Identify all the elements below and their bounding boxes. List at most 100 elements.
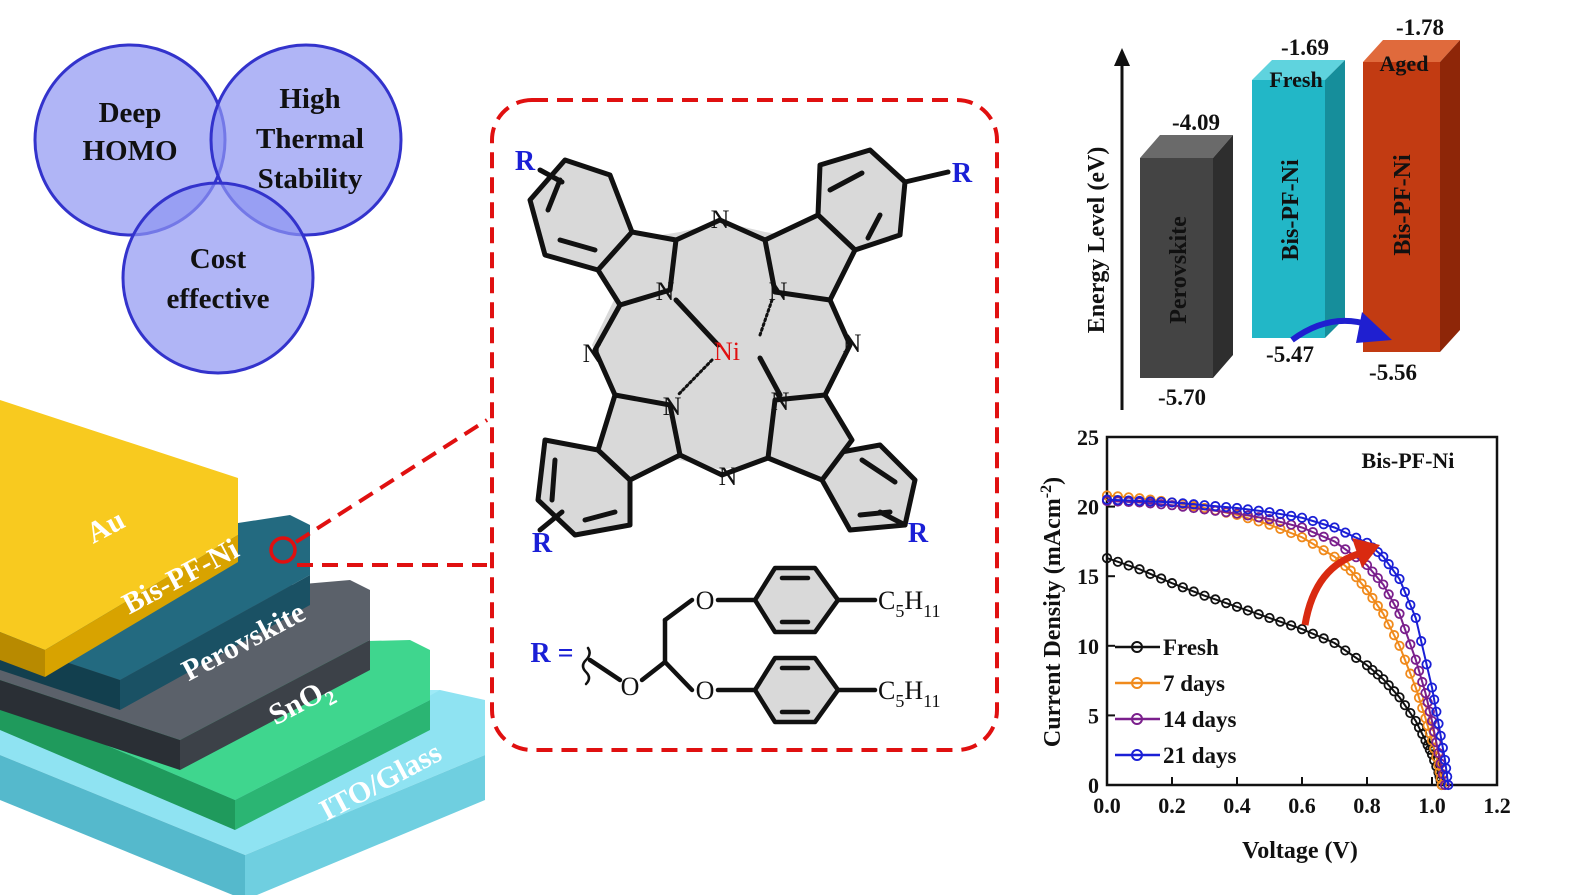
venn-text-line: High (279, 83, 340, 115)
atom-ni: Ni (714, 337, 740, 366)
series-point (1399, 586, 1411, 598)
series-point (1388, 598, 1400, 610)
series-point (1399, 700, 1411, 711)
atom-n: N (663, 392, 682, 421)
series-point (1356, 578, 1367, 589)
x-tick-label: 0.0 (1093, 793, 1121, 818)
energy-value: -4.09 (1172, 110, 1220, 135)
series-point (1231, 502, 1243, 514)
series-point (1429, 694, 1440, 705)
series-point (1420, 688, 1431, 699)
y-tick-label: 25 (1077, 425, 1099, 450)
series-point (1221, 598, 1232, 609)
energy-bar-label: Bis-PF-Ni (1390, 154, 1416, 256)
series-point (1156, 573, 1167, 584)
y-tick-label: 5 (1088, 703, 1099, 728)
series-point (1166, 578, 1178, 589)
device-stack: ITO/Glass SnO2 Perovskite Bis-PF-Ni Au (0, 400, 485, 895)
r-group-label: R (952, 158, 973, 189)
series-point (1275, 508, 1286, 520)
series-point (1242, 510, 1253, 521)
series-point (1405, 707, 1416, 719)
series-point (1443, 779, 1454, 791)
series-point (1101, 553, 1113, 564)
energy-bar-fresh: Fresh Bis-PF-Ni (1252, 60, 1345, 338)
series-point (1112, 495, 1123, 506)
series-point (1318, 545, 1329, 556)
series-point (1264, 514, 1275, 525)
x-axis-label: Voltage (V) (1242, 838, 1358, 864)
venn-diagram: Deep HOMO High Thermal Stability Cost ef… (33, 43, 403, 375)
r-definition-label: R = (530, 638, 573, 669)
series-point (1264, 612, 1275, 624)
series-point (1388, 630, 1400, 641)
series-point (1399, 623, 1411, 635)
series-point (1367, 566, 1378, 577)
series-point (1296, 623, 1308, 635)
series-point (1275, 616, 1286, 627)
energy-value: -5.47 (1266, 342, 1314, 367)
y-axis-label: Current Density (mAcm-2) (1038, 477, 1066, 747)
chart-title: Bis-PF-Ni (1362, 448, 1455, 473)
series-point (1435, 730, 1446, 741)
series-point (1145, 568, 1156, 579)
atom-o: O (696, 586, 715, 615)
series-point (1413, 665, 1425, 676)
series-point (1123, 495, 1134, 506)
series-point (1156, 496, 1167, 508)
series-line (1106, 557, 1443, 786)
series-point (1388, 566, 1400, 577)
series-point (1253, 512, 1264, 523)
energy-diagram: Energy Level (eV) Perovskite -4.09 -5.70… (1084, 15, 1460, 410)
series-point (1307, 527, 1318, 538)
series-point (1242, 605, 1253, 616)
series-point (1345, 565, 1356, 576)
venn-text-line: Cost (190, 243, 247, 275)
energy-value: -5.70 (1158, 385, 1206, 410)
venn-text-line: HOMO (82, 135, 177, 167)
zoom-connectors (294, 418, 489, 567)
series-point (1410, 654, 1421, 665)
series-point (1383, 619, 1394, 630)
series-point (1253, 609, 1264, 620)
legend-label: Fresh (1163, 635, 1219, 660)
series-point (1329, 536, 1340, 547)
series-point (1134, 564, 1145, 575)
series-point (1372, 600, 1383, 611)
venn-text-line: Stability (258, 163, 363, 195)
series-point (1166, 497, 1178, 508)
energy-bar-label: Bis-PF-Ni (1278, 159, 1304, 261)
series-point (1399, 654, 1411, 665)
legend-label: 14 days (1163, 707, 1237, 732)
series-point (1210, 501, 1221, 512)
series-point (1378, 608, 1389, 619)
series-point (1253, 505, 1264, 516)
series-point (1177, 498, 1188, 509)
series-point (1123, 560, 1134, 571)
legend-swatch-marker (1131, 749, 1143, 761)
series-point (1433, 718, 1444, 729)
series-point (1231, 601, 1243, 612)
series-point (1367, 592, 1378, 604)
series-point (1199, 590, 1210, 601)
series-point (1383, 559, 1394, 570)
energy-axis-arrowhead (1114, 48, 1130, 66)
series-point (1405, 668, 1416, 679)
legend-label: 7 days (1163, 671, 1225, 696)
series-point (1431, 706, 1442, 717)
energy-bar-tag: Fresh (1269, 67, 1322, 92)
series-point (1394, 640, 1405, 651)
legend-label: 21 days (1163, 743, 1237, 768)
series-point (1340, 645, 1351, 656)
molecule-panel: N N N N N N N N Ni R R R R R = (490, 98, 999, 752)
series-point (1286, 620, 1297, 631)
series-point (1405, 639, 1416, 650)
atom-n: N (656, 277, 675, 306)
energy-bar-tag: Aged (1380, 51, 1429, 76)
r-group-label: R (532, 528, 553, 559)
series-point (1145, 496, 1156, 507)
series-point (1286, 510, 1297, 521)
series-point (1134, 495, 1145, 507)
